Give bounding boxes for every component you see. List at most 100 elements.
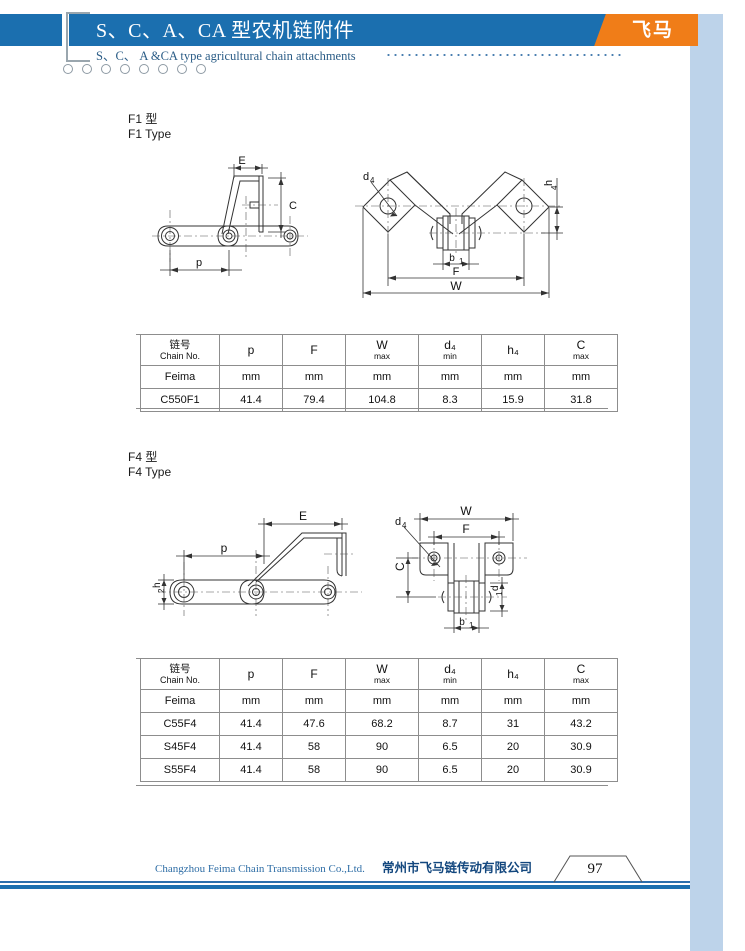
header-label-en: Chain No. bbox=[159, 350, 201, 361]
header-symbol: d₄ bbox=[444, 338, 456, 352]
f1-type-label: F1 型 F1 Type bbox=[128, 112, 172, 141]
right-side-band bbox=[690, 0, 723, 951]
value-cell: 41.4 bbox=[219, 758, 283, 782]
unit-cell: mm bbox=[418, 365, 482, 389]
header-symbol: F bbox=[310, 666, 318, 681]
table-header-cell: h₄ bbox=[481, 334, 545, 366]
dim-h2-sub: 2 bbox=[157, 588, 166, 593]
header-qualifier: max bbox=[572, 675, 590, 685]
dim-h2: h bbox=[152, 582, 163, 588]
footer-rule-thick bbox=[0, 885, 690, 889]
value-cell: 20 bbox=[481, 758, 545, 782]
dim-W: W bbox=[450, 279, 462, 293]
dim-F: F bbox=[453, 266, 460, 278]
header-label-en: Chain No. bbox=[159, 674, 201, 685]
header-circle-row bbox=[63, 64, 223, 78]
header-circle bbox=[177, 64, 187, 74]
header-symbol: h₄ bbox=[507, 666, 519, 681]
unit-cell: mm bbox=[544, 689, 618, 713]
table-header-cell: p bbox=[219, 334, 283, 366]
value-cell: 31 bbox=[481, 712, 545, 736]
header-qualifier: max bbox=[572, 351, 590, 361]
footer-company-en: Changzhou Feima Chain Transmission Co.,L… bbox=[155, 863, 365, 875]
dim-d4: d bbox=[395, 516, 401, 528]
header-circle bbox=[139, 64, 149, 74]
dim-E: E bbox=[238, 155, 245, 167]
brand-cell: Feima bbox=[140, 365, 220, 389]
dim-d4-sub: 4 bbox=[402, 521, 407, 530]
value-cell: 90 bbox=[345, 735, 419, 759]
dim-d1: d bbox=[490, 585, 501, 591]
footer-company-cn: 常州市飞马链传动有限公司 bbox=[382, 860, 533, 875]
value-cell: 8.7 bbox=[418, 712, 482, 736]
header-circle bbox=[63, 64, 73, 74]
table-header-cell: h₄ bbox=[481, 658, 545, 690]
dim-C: C bbox=[289, 200, 297, 212]
value-cell: 68.2 bbox=[345, 712, 419, 736]
unit-cell: mm bbox=[345, 365, 419, 389]
header-qualifier: max bbox=[373, 351, 391, 361]
unit-cell: mm bbox=[219, 365, 283, 389]
header-label-cn: 链号 bbox=[169, 338, 191, 351]
page-subtitle: S、C、 A &CA type agricultural chain attac… bbox=[96, 49, 356, 63]
page-number: 97 bbox=[587, 861, 603, 877]
header-symbol: d₄ bbox=[444, 662, 456, 676]
table1-top-rule bbox=[136, 334, 608, 335]
header-qualifier: min bbox=[443, 675, 457, 685]
header-symbol: C bbox=[576, 338, 586, 352]
header-circle bbox=[82, 64, 92, 74]
header-symbol: h₄ bbox=[507, 342, 519, 357]
header-symbol: p bbox=[247, 666, 255, 681]
chain-no-cell: S45F4 bbox=[140, 735, 220, 759]
header-symbol: p bbox=[247, 342, 255, 357]
unit-cell: mm bbox=[282, 689, 346, 713]
header-symbol: W bbox=[376, 662, 388, 676]
right-side-band-gap bbox=[690, 0, 723, 14]
unit-cell: mm bbox=[219, 689, 283, 713]
table1-bottom-rule bbox=[136, 408, 608, 409]
header-bracket bbox=[66, 12, 90, 62]
dim-d4-sub: 4 bbox=[370, 176, 375, 185]
page-number-frame bbox=[553, 855, 643, 883]
table-header-cell: F bbox=[282, 334, 346, 366]
header-dotted-rule bbox=[385, 54, 621, 56]
table-header-cell: F bbox=[282, 658, 346, 690]
value-cell: 6.5 bbox=[418, 735, 482, 759]
chain-no-cell: C55F4 bbox=[140, 712, 220, 736]
dim-h4-sub: 4 bbox=[550, 185, 559, 190]
dim-p: p bbox=[196, 257, 202, 269]
chain-no-cell: S55F4 bbox=[140, 758, 220, 782]
dim-E: E bbox=[299, 509, 307, 523]
header-circle bbox=[158, 64, 168, 74]
header-qualifier: max bbox=[373, 675, 391, 685]
value-cell: 6.5 bbox=[418, 758, 482, 782]
value-cell: 41.4 bbox=[219, 712, 283, 736]
dim-b1: b bbox=[449, 253, 455, 264]
value-cell: 90 bbox=[345, 758, 419, 782]
unit-cell: mm bbox=[481, 365, 545, 389]
f1-front-view: d 4 h 4 b 1 F bbox=[345, 152, 570, 302]
dim-W: W bbox=[460, 504, 472, 518]
f4-side-view: E p h 2 bbox=[152, 500, 382, 635]
value-cell: 58 bbox=[282, 758, 346, 782]
brand-cell: Feima bbox=[140, 689, 220, 713]
header-symbol: F bbox=[310, 342, 318, 357]
table-header-cell: p bbox=[219, 658, 283, 690]
value-cell: 30.9 bbox=[544, 735, 618, 759]
header-blue-bar bbox=[0, 14, 660, 46]
f4-front-view: W F d 4 C d 1 bbox=[382, 497, 587, 637]
unit-cell: mm bbox=[282, 365, 346, 389]
